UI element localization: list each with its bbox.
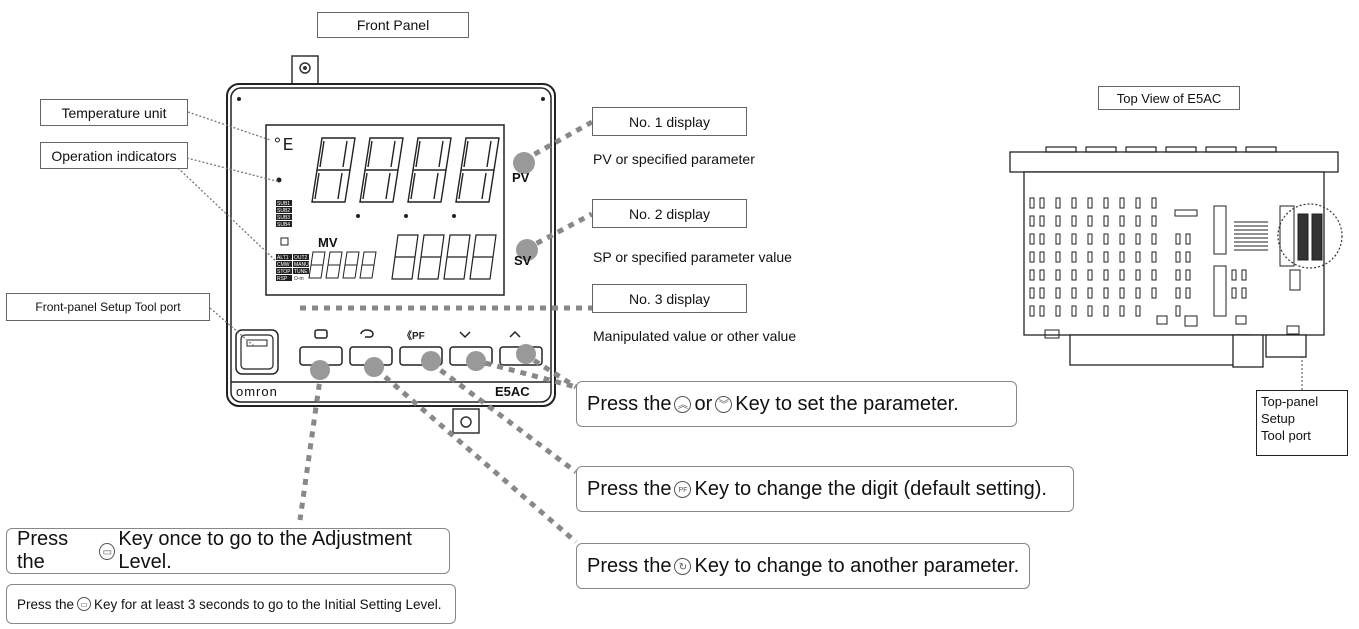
operation-indicators-label: Operation indicators [40, 142, 188, 169]
svg-text:STOP: STOP [277, 269, 291, 275]
sv-label: SV [514, 253, 532, 268]
mode-key-icon: ↻ [674, 557, 692, 575]
front-setup-port-label: Front-panel Setup Tool port [6, 293, 210, 321]
callout-text: Key to change to another parameter. [694, 554, 1020, 577]
brand-logo: omron [236, 384, 278, 399]
svg-text:《PF: 《PF [402, 329, 425, 342]
level-once-callout: Press the ▭ Key once to go to the Adjust… [6, 528, 450, 574]
svg-text:°E: °E [272, 136, 294, 156]
pf-callout: Press the PF Key to change the digit (de… [576, 466, 1074, 512]
svg-text:OUT2: OUT2 [294, 255, 308, 261]
svg-text:TUNE: TUNE [294, 269, 308, 275]
no2-display-label: No. 2 display [592, 199, 747, 228]
callout-text: Press the [17, 528, 69, 573]
no1-display-desc: PV or specified parameter [593, 151, 755, 167]
callout-text: Key to set the parameter. [735, 392, 959, 415]
no3-display-desc: Manipulated value or other value [593, 328, 797, 344]
callout-text: Press the [587, 477, 672, 500]
svg-text:MANU: MANU [294, 262, 309, 268]
top-port-line3: Tool port [1261, 428, 1311, 443]
top-view-title: Top View of E5AC [1098, 86, 1240, 110]
svg-text:SUB2: SUB2 [277, 208, 290, 214]
top-port-line1: Top-panel [1261, 394, 1319, 409]
callout-text: or [694, 392, 713, 415]
front-panel-title: Front Panel [317, 12, 469, 38]
down-key-icon: ︾ [715, 395, 733, 413]
callout-text: Press the [587, 554, 672, 577]
no3-display-label: No. 3 display [592, 284, 747, 313]
pf-key-icon: PF [674, 480, 692, 498]
svg-text:SUB1: SUB1 [277, 201, 290, 207]
callout-text: Press the [17, 596, 75, 612]
up-down-callout: Press the ︽ or ︾ Key to set the paramete… [576, 381, 1017, 427]
top-port-label: Top-panel Setup Tool port [1256, 390, 1348, 456]
top-port-line2: Setup [1261, 411, 1295, 426]
mode-callout: Press the ↻ Key to change to another par… [576, 543, 1030, 589]
level-key-icon: ▭ [99, 542, 116, 560]
callout-text: Key once to go to the Adjustment Level. [118, 528, 412, 573]
model-label: E5AC [495, 384, 530, 399]
temperature-unit-label: Temperature unit [40, 99, 188, 126]
callout-text: Press the [587, 392, 672, 415]
callout-text: Key to change the digit (default setting… [694, 477, 1047, 500]
up-key-icon: ︽ [674, 395, 692, 413]
svg-text:SUB4: SUB4 [277, 222, 290, 228]
no2-display-desc: SP or specified parameter value [593, 249, 792, 265]
svg-text:O-m: O-m [294, 276, 304, 282]
no1-display-label: No. 1 display [592, 107, 747, 136]
svg-text:ALT1: ALT1 [277, 255, 289, 261]
pv-label: PV [512, 170, 530, 185]
level-hold-callout: Press the ▭ Key for at least 3 seconds t… [6, 584, 456, 624]
svg-text:CMW: CMW [277, 262, 290, 268]
callout-text: Key for at least 3 seconds to go to the … [94, 596, 442, 612]
level-key-icon: ▭ [77, 597, 92, 611]
svg-text:SUB3: SUB3 [277, 215, 290, 221]
mv-label: MV [318, 235, 338, 250]
svg-text:RSP: RSP [277, 276, 288, 282]
